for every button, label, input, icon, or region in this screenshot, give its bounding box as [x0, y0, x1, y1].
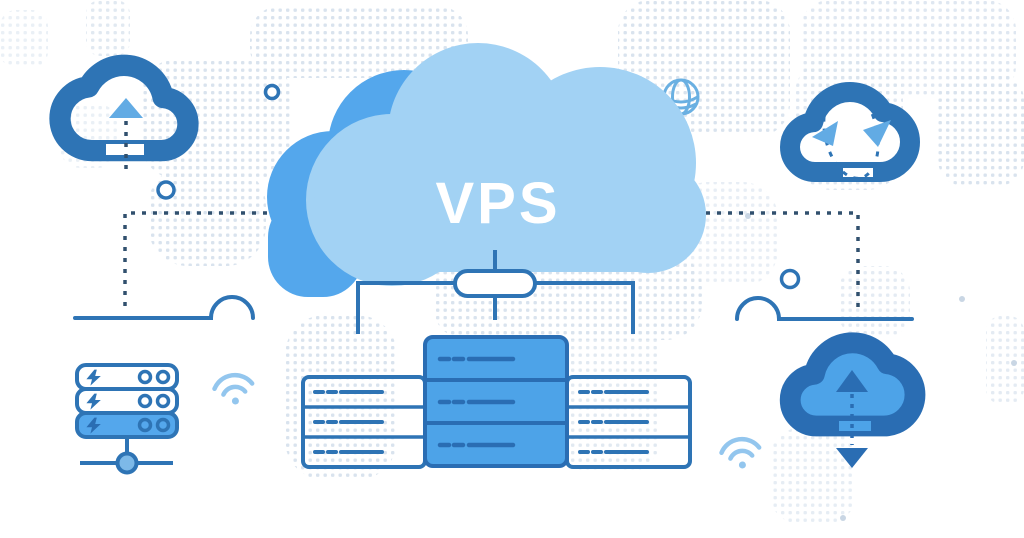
- map-dot-cluster: [986, 316, 1024, 404]
- map-dot: [1011, 360, 1017, 366]
- rack-indicator-lights: [137, 369, 171, 433]
- map-dot-cluster: [938, 74, 1024, 186]
- circle-ornament: [156, 180, 176, 200]
- dotted-line-left: [123, 211, 267, 310]
- download-cloud-icon: [790, 343, 923, 468]
- ground-lines: [73, 295, 914, 321]
- upload-arrow-icon: [109, 98, 143, 118]
- dotted-line-right: [684, 211, 860, 307]
- map-dot: [840, 515, 846, 521]
- connector-node-pill: [453, 269, 537, 298]
- map-dot-cluster: [86, 0, 130, 56]
- sync-cloud-icon: [790, 83, 910, 184]
- server-leds: [578, 390, 649, 454]
- sync-arrow-right-icon: [863, 120, 891, 147]
- cloud-bottom-gap: [839, 421, 871, 431]
- cloud-bottom-gap: [843, 168, 873, 177]
- decorative-circles: [156, 83, 801, 290]
- circle-ornament: [263, 83, 281, 101]
- sync-arrow-left-icon: [812, 121, 838, 146]
- download-arrow-icon: [836, 448, 868, 468]
- server-cluster-icon: [301, 335, 692, 469]
- map-dot-cluster: [0, 10, 48, 68]
- server-stack-right: [565, 375, 692, 469]
- rack-unit-active: [75, 411, 179, 439]
- circle-ornament: [779, 268, 801, 290]
- server-rack-icon: [75, 363, 179, 475]
- network-node-icon: [115, 451, 139, 475]
- map-dot-cluster: [560, 322, 660, 472]
- cloud-bottom-gap: [106, 144, 144, 155]
- server-leds: [437, 356, 516, 448]
- wifi-icon: [719, 436, 762, 469]
- map-dot: [745, 213, 751, 219]
- wifi-icon: [212, 372, 255, 405]
- vps-label: VPS: [435, 171, 560, 236]
- map-dot-cluster: [838, 266, 910, 338]
- ground-line-left: [73, 295, 255, 320]
- map-dot-cluster: [250, 6, 468, 78]
- cloud-server-connector: [356, 250, 635, 334]
- ground-line-right: [735, 296, 914, 321]
- map-dot-cluster: [148, 166, 266, 266]
- vps-cloud: VPS: [267, 43, 706, 297]
- server-stack-left: [301, 375, 427, 469]
- server-leds: [313, 390, 384, 454]
- map-dot-cluster: [770, 428, 856, 524]
- map-dot: [959, 296, 965, 302]
- dotted-connector-lines: [123, 211, 860, 310]
- upload-cloud-icon: [60, 65, 188, 173]
- server-main-blue: [423, 335, 569, 468]
- front-cloud: [306, 43, 706, 286]
- upload-arrow-icon: [836, 370, 868, 392]
